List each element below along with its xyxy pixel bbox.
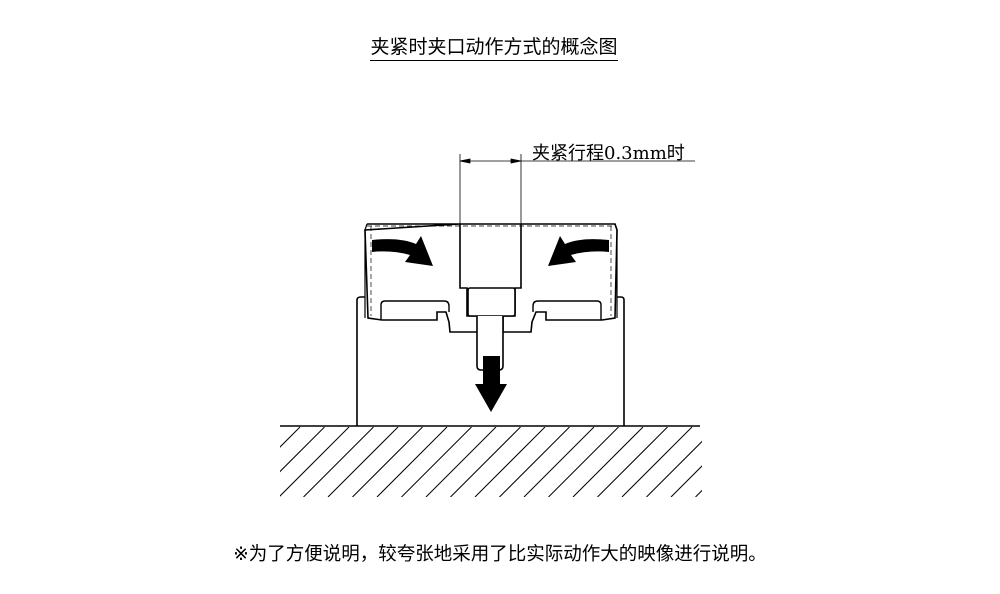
hatch-line — [720, 427, 790, 497]
hatch-line — [280, 427, 301, 448]
hatch-line — [621, 427, 693, 497]
dimension-arrowhead-right — [510, 158, 522, 164]
jaw-pad-left — [380, 300, 450, 320]
hatch-line — [280, 427, 350, 497]
hidden-lines — [367, 225, 615, 316]
hatch-line — [646, 440, 702, 497]
ground-hatching — [280, 427, 815, 497]
hatch-line — [425, 427, 497, 497]
title-text: 夹紧时夹口动作方式的概念图 — [370, 36, 618, 61]
hatch-line — [548, 427, 619, 497]
hatch-line — [670, 465, 702, 497]
clamp-body — [356, 296, 625, 426]
hatch-line — [280, 427, 325, 473]
jaw-cap-edges — [364, 223, 618, 318]
pin-head — [467, 287, 516, 317]
down-arrow-icon — [475, 356, 507, 412]
hatch-line — [327, 427, 399, 497]
stroke-dimension-label: 夹紧行程0.3mm时 — [532, 143, 685, 164]
hatch-line — [450, 427, 521, 497]
dimension-arrowhead-left — [459, 158, 471, 164]
hatch-line — [474, 427, 546, 497]
hatch-line — [401, 427, 472, 497]
hatch-line — [499, 427, 570, 497]
rotate-arrow-right-icon — [548, 236, 609, 266]
diagram-title: 夹紧时夹口动作方式的概念图 — [0, 32, 988, 61]
hatch-line — [597, 427, 668, 497]
jaw-pad-right — [532, 300, 602, 320]
hatch-line — [695, 489, 702, 497]
rotate-arrow-left-icon — [372, 236, 433, 266]
hatch-line — [572, 427, 644, 497]
footnote: ※为了方便说明，较夸张地采用了比实际动作大的映像进行说明。 — [233, 544, 767, 565]
hatch-line — [352, 427, 423, 497]
hatch-line — [376, 427, 448, 497]
hatch-line — [745, 427, 815, 497]
hatch-line — [303, 427, 374, 497]
hatch-line — [523, 427, 595, 497]
